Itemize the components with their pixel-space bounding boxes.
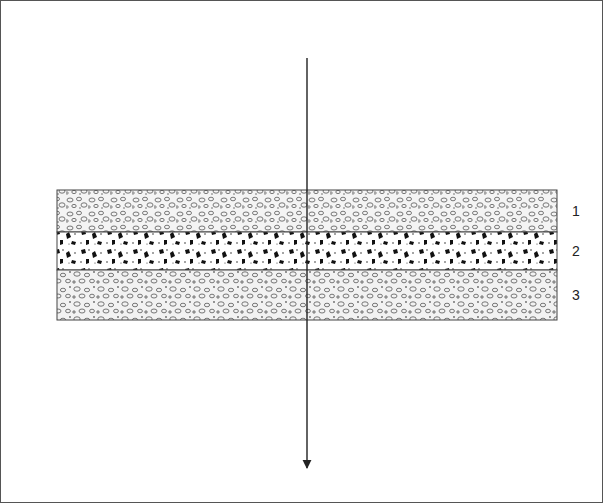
flow-arrow [306,58,307,468]
callout-number: 1 [572,202,580,220]
callout-number: 3 [572,286,580,304]
callout-number: 2 [572,242,580,260]
